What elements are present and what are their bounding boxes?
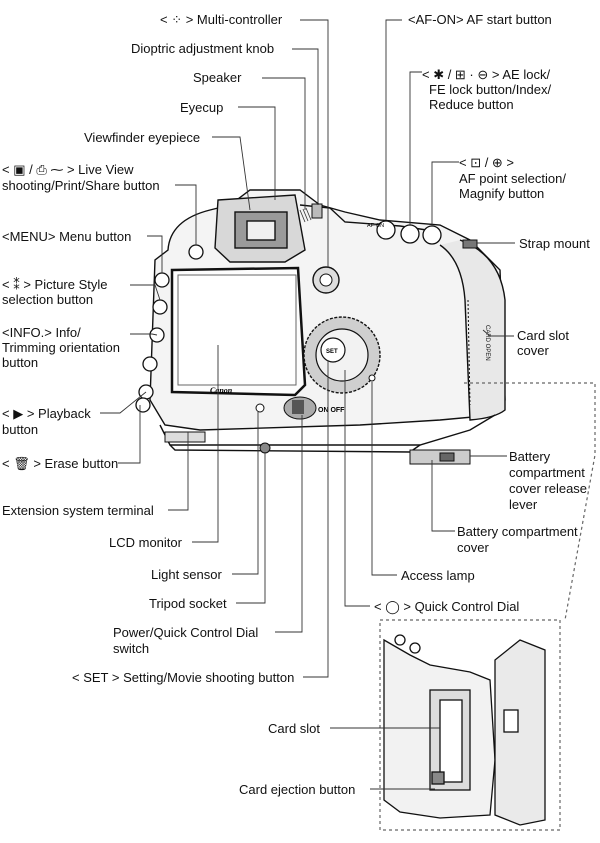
top-right-buttons: [376, 220, 442, 245]
label-af-point-1: < ⊡ / ⊕ >: [459, 155, 515, 170]
access-lamp: [368, 374, 376, 382]
label-picture-2: selection button: [2, 292, 94, 307]
label-liveview-2: shooting/Print/Share button: [2, 178, 160, 193]
label-playback-2: button: [2, 422, 39, 437]
label-ae-lock-2: FE lock button/Index/: [429, 82, 552, 97]
label-battery-release-4: lever: [509, 497, 538, 512]
label-access-lamp: Access lamp: [401, 568, 475, 583]
label-menu: <MENU> Menu button: [2, 229, 132, 244]
strap-mount: [462, 239, 478, 249]
label-speaker: Speaker: [193, 70, 242, 85]
label-battery-release-3: cover release: [509, 481, 588, 496]
leader-lines: [100, 19, 515, 790]
set-button-text: SET: [326, 349, 338, 355]
label-strap: Strap mount: [519, 236, 590, 251]
dioptric-knob: [311, 203, 323, 219]
power-switch: [283, 396, 317, 420]
label-ae-lock-3: Reduce button: [429, 97, 514, 112]
label-light-sensor: Light sensor: [151, 567, 222, 582]
label-af-on: <AF-ON> AF start button: [408, 12, 552, 27]
label-af-point-2: AF point selection/: [459, 171, 566, 186]
label-viewfinder: Viewfinder eyepiece: [84, 130, 201, 145]
label-info-1: <INFO.> Info/: [2, 325, 81, 340]
label-card-cover-2: cover: [517, 343, 549, 358]
eyecup: [214, 194, 306, 263]
label-info-3: button: [2, 355, 39, 370]
label-picture-1: < ⁑ > Picture Style: [2, 277, 108, 292]
label-battery-release-2: compartment: [509, 465, 585, 480]
label-battery-cover-1: Battery compartment: [457, 524, 578, 539]
label-battery-cover-2: cover: [457, 540, 489, 555]
speaker: [299, 207, 312, 223]
label-ae-lock-1: < ✱ / ⊞ · ⊖ > AE lock/: [422, 67, 551, 82]
card-open-text: CARD OPEN: [484, 325, 490, 361]
label-eyecup: Eyecup: [180, 100, 224, 115]
label-af-point-3: Magnify button: [459, 186, 545, 201]
label-card-eject: Card ejection button: [239, 782, 356, 797]
card-cover-outline: CARD OPEN: [467, 299, 490, 406]
label-dioptric: Dioptric adjustment knob: [131, 41, 275, 56]
lcd-brand: Canon: [210, 386, 233, 395]
multi-controller: [312, 266, 340, 294]
bottom-details: [164, 431, 471, 465]
light-sensor: [255, 403, 265, 413]
lcd-monitor: [170, 266, 307, 397]
label-battery-release-1: Battery: [509, 449, 551, 464]
inset-card-slot: [383, 634, 546, 826]
label-liveview-1: < ▣ / ⎙ ⁓ > Live View: [2, 162, 134, 177]
af-on-small-label: AF-ON: [367, 223, 384, 229]
inset-frame: [379, 382, 596, 831]
label-power-1: Power/Quick Control Dial: [113, 625, 259, 640]
on-off-text: ON OFF: [318, 407, 345, 414]
label-extension: Extension system terminal: [2, 503, 154, 518]
label-quick-dial: < ◯ > Quick Control Dial: [374, 599, 520, 614]
quick-control-dial: [303, 316, 381, 394]
label-power-2: switch: [113, 641, 150, 656]
label-setting: < SET > Setting/Movie shooting button: [72, 670, 295, 685]
label-card-slot: Card slot: [268, 721, 321, 736]
label-info-2: Trimming orientation: [2, 340, 121, 355]
label-erase: < 🗑 > Erase button: [2, 456, 119, 471]
label-multi-controller: < ⁘ > Multi-controller: [160, 12, 283, 27]
label-tripod: Tripod socket: [149, 596, 227, 611]
label-card-cover-1: Card slot: [517, 328, 570, 343]
label-playback-1: < ▶ > Playback: [2, 406, 91, 421]
label-lcd: LCD monitor: [109, 535, 182, 550]
